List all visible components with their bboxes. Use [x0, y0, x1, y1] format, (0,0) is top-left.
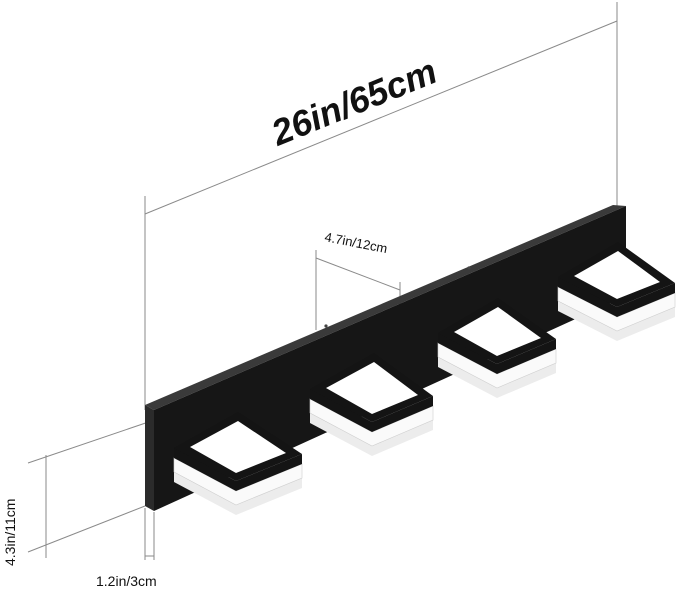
height-extension-bottom	[27, 505, 146, 553]
height-label: 4.3in/11cm	[2, 499, 18, 566]
light-frame-band	[310, 389, 433, 432]
light-frame-band	[174, 448, 302, 491]
light-shade-bottom	[174, 472, 302, 515]
light-top-diffuser	[454, 307, 541, 356]
light-top-diffuser	[574, 251, 660, 299]
light-frame-band	[558, 277, 675, 317]
spacing-dimension-line	[315, 257, 401, 291]
backplate-top-edge	[145, 205, 626, 410]
light-shade-bottom	[310, 413, 433, 456]
mount-screw	[467, 266, 471, 270]
light-module	[437, 298, 557, 398]
light-module	[557, 242, 676, 341]
spacing-label: 4.7in/12cm	[323, 229, 388, 256]
width-label: 26in/65cm	[265, 50, 443, 154]
light-module	[173, 412, 303, 515]
backplate-side-edge	[145, 405, 154, 511]
light-module	[309, 353, 434, 456]
depth-label: 1.2in/3cm	[96, 573, 157, 589]
light-top-diffuser	[190, 421, 286, 473]
width-dimension-line	[144, 20, 618, 215]
light-shade-bottom	[558, 301, 675, 341]
mount-screw	[324, 324, 328, 328]
light-frame-band	[438, 333, 556, 374]
light-top-diffuser	[326, 362, 418, 414]
light-shade-bottom	[438, 357, 556, 398]
